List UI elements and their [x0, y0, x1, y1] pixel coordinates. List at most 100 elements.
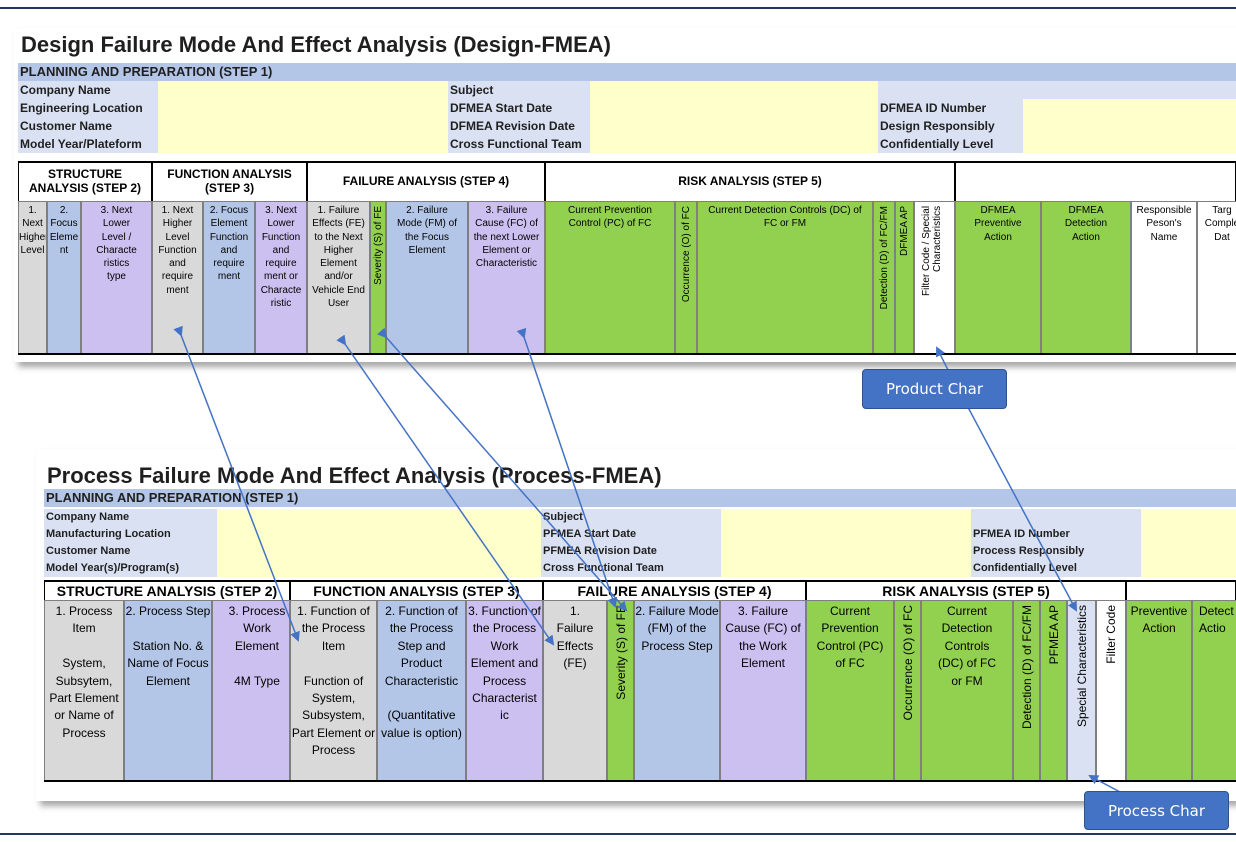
pfmea-col-failure-effects: 1. Failure Effects (FE) — [543, 600, 607, 780]
dfmea-col-responsible: Responsible Peson's Name — [1131, 201, 1197, 353]
dfmea-col-failure-cause: 3. Failure Cause (FC) of the next Lower … — [468, 201, 545, 353]
pfmea-planning-grid: Company Name Manufacturing Location Cust… — [44, 507, 1236, 579]
pfmea-input-id-block[interactable] — [1141, 509, 1236, 577]
dfmea-label-resp: Design Responsibly — [878, 117, 1023, 135]
dfmea-col-preventive-action: DFMEA Preventive Action — [955, 201, 1041, 353]
pfmea-col-detection-action: Detect Actio — [1192, 600, 1236, 780]
dfmea-col-detection-label: Detection (D) of FC/FM — [878, 206, 890, 310]
dfmea-col-occurrence: Occurrence (O) of FC — [675, 201, 697, 353]
dfmea-section-function: FUNCTION ANALYSIS (STEP 3) — [152, 163, 307, 201]
pfmea-col-preventive-action: Preventive Action — [1126, 600, 1192, 780]
pfmea-col-occurrence-label: Occurrence (O) of FC — [900, 605, 915, 721]
pfmea-col-special-characteristics: Special Characteristics — [1067, 600, 1096, 780]
pfmea-col-process-item: 1. Process Item System, Subsytem, Part E… — [44, 600, 124, 780]
pfmea-section-risk: RISK ANALYSIS (STEP 5) — [806, 582, 1126, 600]
dfmea-planning-grid: Company Name Engineering Location Custom… — [18, 81, 1236, 161]
pfmea-col-special-characteristics-label: Special Characteristics — [1074, 605, 1089, 728]
pfmea-input-subject-block[interactable] — [721, 509, 971, 577]
pfmea-col-ap-label: PFMEA AP — [1046, 605, 1061, 665]
dfmea-col-focus-function: 2. Focus Element Function and require me… — [203, 201, 255, 353]
dfmea-section-failure: FAILURE ANALYSIS (STEP 4) — [307, 163, 545, 201]
dfmea-label-customer: Customer Name — [18, 117, 158, 135]
pfmea-col-function-work-element: 3. Function of the Process Work Element … — [466, 600, 543, 780]
pfmea-section-failure: FAILURE ANALYSIS (STEP 4) — [543, 582, 806, 600]
pfmea-col-function-item: 1. Function of the Process Item Function… — [290, 600, 377, 780]
dfmea-label-start: DFMEA Start Date — [448, 99, 590, 117]
pfmea-col-filter-code-label: Filter Code — [1104, 605, 1118, 664]
pfmea-col-detection-controls: Current Detection Controls (DC) of FC or… — [921, 600, 1013, 780]
dfmea-input-id-block[interactable] — [1023, 99, 1236, 153]
pfmea-label-id: PFMEA ID Number — [971, 526, 1141, 543]
pfmea-col-detection: Detection (D) of FC/FM — [1013, 600, 1040, 780]
pfmea-col-severity: Severity (S) of FE — [607, 600, 634, 780]
dfmea-col-detection-controls: Current Detection Controls (DC) of FC or… — [697, 201, 873, 353]
pfmea-col-prevention-control: Current Prevention Control (PC) of FC — [806, 600, 894, 780]
pfmea-col-ap: PFMEA AP — [1040, 600, 1067, 780]
dfmea-column-row: 1. Next Higher Level 2. Focus Eleme nt 3… — [18, 201, 1236, 355]
pfmea-label-team: Cross Functional Team — [541, 560, 721, 577]
dfmea-label-model: Model Year/Plateform — [18, 135, 158, 153]
pfmea-col-severity-label: Severity (S) of FE — [613, 605, 628, 700]
pfmea-label-company: Company Name — [44, 509, 217, 526]
pfmea-sheet: Process Failure Mode And Effect Analysis… — [36, 449, 1236, 801]
pfmea-col-detection-label: Detection (D) of FC/FM — [1019, 605, 1034, 730]
pfmea-section-blank — [1126, 582, 1236, 600]
pfmea-label-subject: Subject — [541, 509, 721, 526]
dfmea-label-revision: DFMEA Revision Date — [448, 117, 590, 135]
dfmea-label-location: Engineering Location — [18, 99, 158, 117]
process-char-callout: Process Char — [1084, 791, 1229, 830]
dfmea-col-filter-code-label: Filter Code / Special Characteristics — [920, 206, 943, 297]
pfmea-col-function-step: 2. Function of the Process Step and Prod… — [377, 600, 466, 780]
pfmea-section-function: FUNCTION ANALYSIS (STEP 3) — [290, 582, 543, 600]
pfmea-label-revision: PFMEA Revision Date — [541, 543, 721, 560]
dfmea-label-company: Company Name — [18, 81, 158, 99]
dfmea-label-conf: Confidentially Level — [878, 135, 1023, 153]
pfmea-label-conf: Confidentially Level — [971, 560, 1141, 577]
pfmea-col-failure-mode: 2. Failure Mode (FM) of the Process Step — [634, 600, 720, 780]
pfmea-label-resp: Process Responsibly — [971, 543, 1141, 560]
dfmea-col-target-date: Targ Comple Dat — [1197, 201, 1236, 353]
dfmea-section-structure: STRUCTURE ANALYSIS (STEP 2) — [18, 163, 152, 201]
pfmea-col-occurrence: Occurrence (O) of FC — [894, 600, 921, 780]
dfmea-section-row: STRUCTURE ANALYSIS (STEP 2) FUNCTION ANA… — [18, 161, 1236, 201]
dfmea-col-severity-label: Severity (S) of FE — [372, 206, 384, 285]
dfmea-planning-header: PLANNING AND PREPARATION (STEP 1) — [18, 63, 1236, 81]
top-rule — [0, 7, 1236, 9]
pfmea-label-start: PFMEA Start Date — [541, 526, 721, 543]
dfmea-sheet: Design Failure Mode And Effect Analysis … — [14, 28, 1236, 362]
dfmea-blank-row — [878, 81, 1236, 99]
dfmea-col-failure-mode: 2. Failure Mode (FM) of the Focus Elemen… — [386, 201, 468, 353]
dfmea-col-focus-element: 2. Focus Eleme nt — [47, 201, 81, 353]
pfmea-col-filter-code: Filter Code — [1096, 600, 1126, 780]
pfmea-column-row: 1. Process Item System, Subsytem, Part E… — [44, 600, 1236, 782]
pfmea-label-location: Manufacturing Location — [44, 526, 217, 543]
pfmea-label-model: Model Year(s)/Program(s) — [44, 560, 217, 577]
dfmea-label-team: Cross Functional Team — [448, 135, 590, 153]
dfmea-col-higher-function: 1. Next Higher Level Function and requir… — [152, 201, 203, 353]
dfmea-col-filter-code: Filter Code / Special Characteristics — [914, 201, 955, 353]
pfmea-col-process-step: 2. Process Step Station No. & Name of Fo… — [124, 600, 212, 780]
dfmea-col-ap-label: DFMEA AP — [899, 206, 910, 257]
dfmea-label-subject: Subject — [448, 81, 590, 99]
pfmea-label-customer: Customer Name — [44, 543, 217, 560]
pfmea-section-row: STRUCTURE ANALYSIS (STEP 2) FUNCTION ANA… — [44, 580, 1236, 600]
dfmea-col-failure-effects: 1. Failure Effects (FE) to the Next High… — [307, 201, 370, 353]
dfmea-col-lower-function: 3. Next Lower Function and require ment … — [255, 201, 307, 353]
pfmea-col-work-element: 3. Process Work Element 4M Type — [212, 600, 290, 780]
dfmea-col-next-lower-level: 3. Next Lower Level / Characte ristics t… — [81, 201, 152, 353]
dfmea-section-risk: RISK ANALYSIS (STEP 5) — [545, 163, 955, 201]
pfmea-input-company-block[interactable] — [217, 509, 541, 577]
dfmea-title: Design Failure Mode And Effect Analysis … — [21, 32, 611, 57]
dfmea-input-company-block[interactable] — [158, 81, 448, 153]
bottom-rule — [0, 833, 1236, 835]
dfmea-col-ap: DFMEA AP — [895, 201, 914, 353]
dfmea-input-subject-block[interactable] — [590, 81, 878, 153]
dfmea-section-blank — [955, 163, 1236, 201]
dfmea-col-detection-action: DFMEA Detection Action — [1041, 201, 1131, 353]
dfmea-col-severity: Severity (S) of FE — [370, 201, 386, 353]
dfmea-col-detection: Detection (D) of FC/FM — [873, 201, 895, 353]
pfmea-section-structure: STRUCTURE ANALYSIS (STEP 2) — [44, 582, 290, 600]
pfmea-planning-header: PLANNING AND PREPARATION (STEP 1) — [44, 489, 1236, 507]
dfmea-col-next-higher-level: 1. Next Higher Level — [18, 201, 47, 353]
dfmea-col-occurrence-label: Occurrence (O) of FC — [680, 206, 692, 303]
